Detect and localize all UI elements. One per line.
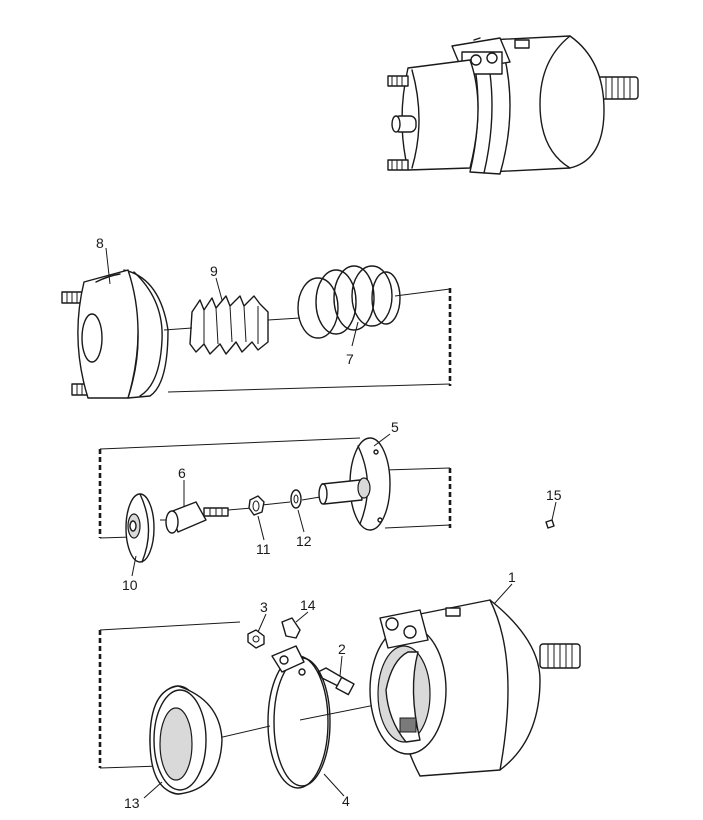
part-labels: 8 9 7 5 6 10 11 12 15 1 3 14 2 4 13 — [96, 235, 562, 811]
label-part-15: 15 — [546, 487, 562, 503]
label-part-11: 11 — [256, 541, 271, 557]
part-14-clip — [281, 617, 301, 639]
label-part-2: 2 — [338, 641, 346, 657]
part-8-spring-housing — [61, 269, 169, 399]
label-part-6: 6 — [178, 465, 186, 481]
part-3-nut — [247, 629, 265, 649]
label-part-5: 5 — [391, 419, 399, 435]
label-part-14: 14 — [300, 597, 316, 613]
label-part-12: 12 — [296, 533, 312, 549]
label-part-3: 3 — [260, 599, 268, 615]
leader-lines — [105, 247, 557, 799]
part-7-spring — [297, 265, 401, 339]
part-5-piston-rod — [318, 477, 371, 505]
part-6-pushrod-fork — [165, 501, 229, 534]
label-part-7: 7 — [346, 351, 354, 367]
part-13-diaphragm — [149, 685, 223, 795]
label-part-4: 4 — [342, 793, 350, 809]
label-part-13: 13 — [124, 795, 140, 811]
label-part-9: 9 — [210, 263, 218, 279]
part-12-washer — [290, 489, 302, 509]
part-9-bellows — [189, 295, 269, 355]
part-2-bolt — [317, 667, 355, 696]
part-10-diaphragm-disc — [125, 493, 155, 563]
part-15-small-clip — [545, 519, 555, 529]
label-part-10: 10 — [122, 577, 138, 593]
part-11-nut — [248, 495, 265, 516]
part-1-service-chamber — [369, 599, 581, 777]
middle-frame-lines — [98, 437, 452, 539]
label-part-8: 8 — [96, 235, 104, 251]
label-part-1: 1 — [508, 569, 516, 585]
assembly-axis-lines-upper — [163, 288, 452, 393]
assembled-brake-cylinder — [387, 35, 639, 175]
part-4-clamp-ring — [267, 645, 331, 789]
